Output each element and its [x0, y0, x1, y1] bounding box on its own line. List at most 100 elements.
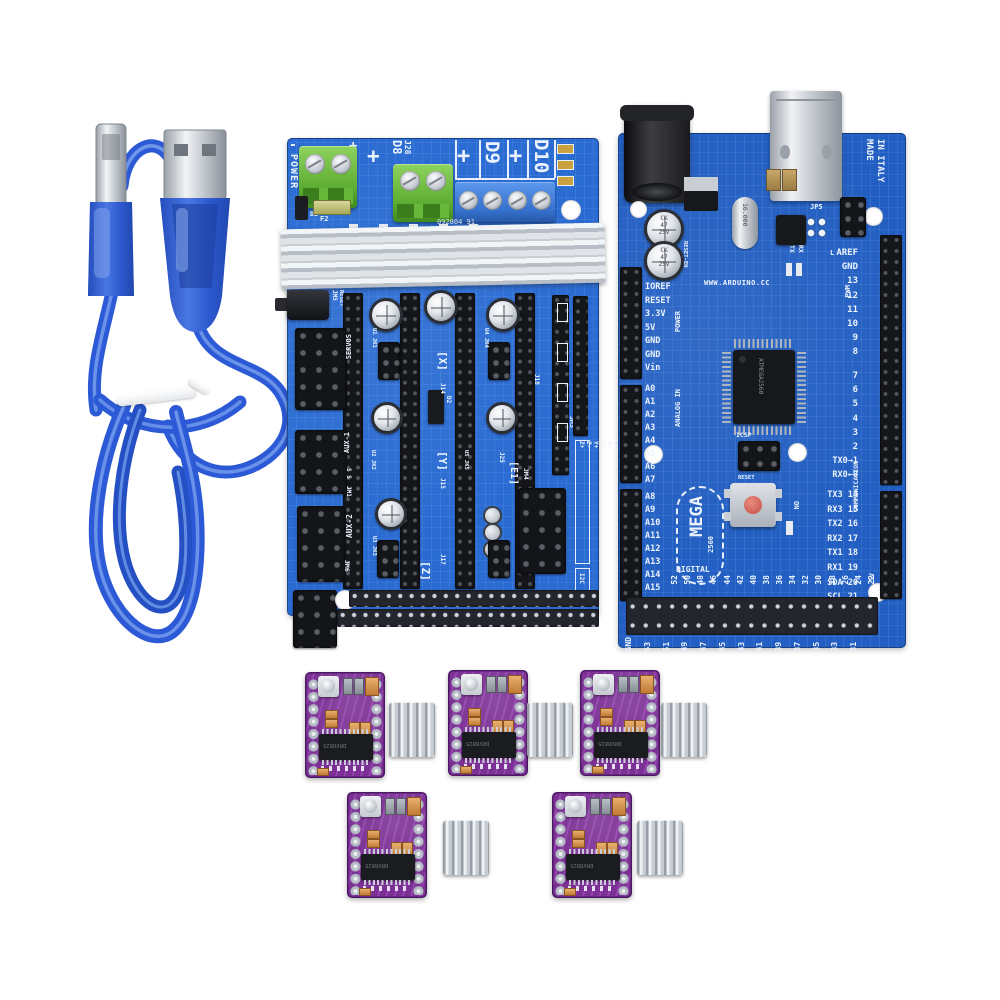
smd-capacitor [365, 677, 379, 696]
ic-pins [465, 727, 513, 732]
terminal-screw [305, 154, 325, 174]
ss-label: S S [345, 468, 352, 479]
ic-pins [322, 760, 370, 765]
driver-ic: DRV8825 [594, 727, 648, 763]
driver-ic: DRV8825 [361, 849, 415, 885]
usb-a-connector [160, 129, 230, 332]
jumper-block [488, 540, 510, 578]
silk-tick-row [321, 766, 369, 771]
u4-label: U4 JK4 [483, 328, 489, 348]
y-axis-label: [Y] [436, 451, 449, 471]
pin-hole-column [412, 798, 425, 895]
jm6-label: JM6 [343, 560, 351, 572]
voltage-regulator-body [684, 191, 718, 211]
jm1-label: JM1 [345, 486, 352, 497]
rx-label: RX [797, 245, 805, 253]
d8-label: D8 [390, 140, 404, 155]
endstop-pin-grid [518, 488, 566, 574]
driver-heatsink [637, 820, 683, 875]
chip-die: ATMEGA2560 [733, 350, 795, 424]
smd-capacitor [468, 708, 481, 717]
ic-pins [569, 849, 617, 854]
right-edge-header [573, 296, 588, 436]
d9-label: D9 [481, 141, 503, 164]
ic-marking: DRV8825 [323, 742, 347, 748]
barrel-jack-face [632, 183, 682, 201]
terminal-screw [400, 171, 420, 191]
smd-capacitor [407, 797, 421, 816]
smd-capacitor [508, 675, 522, 694]
driver-heatsink [661, 702, 707, 757]
chip-pins-right [797, 351, 806, 423]
driver-heatsink [443, 820, 489, 875]
on-led-label: ON [792, 501, 800, 510]
chip-pins-left [722, 351, 731, 423]
led-indicator [557, 160, 574, 170]
mega-reset-label: RESET [738, 475, 755, 481]
u2-label: U2 JK2 [370, 450, 376, 470]
u1-label: U1 JK1 [371, 328, 377, 348]
ic-pins [364, 880, 412, 885]
mega-logo-text: MEGA [687, 496, 707, 537]
pin-hole-column [450, 676, 463, 773]
left-header-strip [620, 489, 642, 601]
mega-logo-oval: MEGA 2560 [676, 486, 724, 585]
power-label: POWER [288, 154, 299, 190]
silk-divider [455, 178, 555, 180]
resistor-pack [557, 423, 568, 442]
j28-label: J28 [403, 140, 412, 155]
ic-marking: DRV8825 [466, 740, 490, 746]
smd-capacitor [640, 675, 654, 694]
ic-marking: DRV8825 [365, 862, 389, 868]
j15-label: J15 [439, 478, 446, 489]
resistor-pack [557, 383, 568, 402]
pin-hole-column [554, 798, 567, 895]
barrel-jack-flange [620, 105, 694, 121]
smd-component [497, 676, 507, 693]
current-trimpot [461, 674, 482, 695]
smd-resistor [782, 169, 797, 191]
made-label: MADE [864, 139, 874, 161]
terminal-screw [331, 154, 351, 174]
jumper-block [378, 342, 400, 380]
jumper-block [488, 342, 510, 380]
d8-plus-label: + [367, 144, 380, 168]
driver-ic: DRV8825 [462, 727, 516, 763]
reset-button-leg [724, 489, 731, 498]
smd-component [396, 798, 406, 815]
pwm-label: PWM [844, 285, 852, 298]
resistor-pack [557, 343, 568, 362]
diode-d2 [428, 390, 444, 424]
chip-pins-bottom [734, 426, 794, 435]
usb-port-seam [776, 99, 836, 101]
ic-pins [364, 849, 412, 854]
j25-label: J25 [498, 452, 505, 463]
arduino-mega-board: MADE IN ITALY CK 47 25V CK 47 25V 16.000… [618, 91, 906, 651]
chip-marking: ATMEGA2560 [757, 358, 764, 395]
chip-pins-top [734, 339, 794, 348]
smd-component [385, 798, 395, 815]
smd-capacitor [564, 888, 576, 896]
left-header-strip [620, 267, 642, 379]
fuse-f2 [313, 200, 351, 215]
pin-hole-column [370, 678, 383, 775]
smd-capacitor [468, 717, 481, 726]
left-header-strip [620, 385, 642, 483]
endstop-label-box: X-X+Y-Y+Z-Z+ [575, 440, 620, 564]
ic-marking: DRV8825 [598, 740, 622, 746]
electrolytic-capacitor [375, 498, 407, 530]
icsp-label: ICSP [736, 431, 752, 439]
chip-pin1-dot [739, 356, 746, 363]
l-led-label: L [830, 249, 835, 257]
smd-capacitor [325, 710, 338, 719]
driver-socket-column-x [343, 293, 363, 589]
ic-pins [322, 729, 370, 734]
right-header-strip [880, 235, 902, 485]
smd-resistor [766, 169, 781, 191]
smd-component [590, 798, 600, 815]
